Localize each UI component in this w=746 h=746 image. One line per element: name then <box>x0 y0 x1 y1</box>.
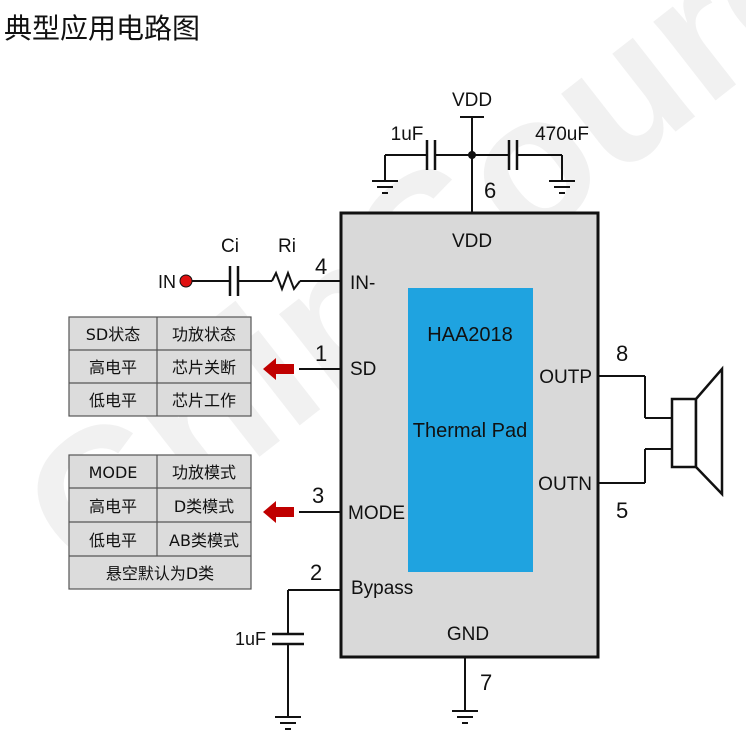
mode-table-footer: 悬空默认为D类 <box>106 564 214 583</box>
thermal-pad-label: Thermal Pad <box>413 420 528 442</box>
sd-table-cell: 芯片工作 <box>172 391 236 410</box>
sd-arrow-icon <box>263 358 294 380</box>
ground-icon <box>372 180 398 194</box>
input-network <box>192 266 342 296</box>
speaker-icon <box>670 365 724 498</box>
chip-vdd-label: VDD <box>452 231 492 252</box>
pin-number-mode: 3 <box>312 483 324 508</box>
supply-vdd-label: VDD <box>452 90 492 111</box>
bypass-cap-label: 1uF <box>235 629 266 649</box>
pin-number-in-minus: 4 <box>315 254 327 279</box>
thermal-pad <box>408 288 533 572</box>
sd-table-cell: 高电平 <box>89 358 137 377</box>
bypass-network <box>272 589 342 716</box>
sd-table-cell: 低电平 <box>89 391 137 410</box>
sd-table-header-amp: 功放状态 <box>172 325 236 344</box>
ground-icon <box>452 710 478 724</box>
mode-table-header-mode: MODE <box>89 463 138 482</box>
pin-label-outp: OUTP <box>539 367 592 388</box>
mode-table-cell: AB类模式 <box>169 531 239 550</box>
pin-label-outn: OUTN <box>538 474 592 495</box>
chip-part-number: HAA2018 <box>427 324 513 346</box>
mode-table-header-amp: 功放模式 <box>172 463 236 482</box>
input-terminal <box>179 274 193 288</box>
pin-label-mode: MODE <box>348 503 405 524</box>
cap-1uf-label: 1uF <box>391 124 424 145</box>
pin-number-gnd: 7 <box>480 670 492 695</box>
sd-table-header-state: SD状态 <box>86 325 140 344</box>
sd-table-cell: 芯片关断 <box>172 358 236 377</box>
mode-table-cell: 低电平 <box>89 531 137 550</box>
pin-number-outn: 5 <box>616 498 628 523</box>
resistor-ri-label: Ri <box>278 236 296 257</box>
input-in-label: IN <box>158 272 176 292</box>
pin-label-bypass: Bypass <box>351 578 413 599</box>
pin-number-bypass: 2 <box>310 560 322 585</box>
junction-dot <box>468 151 476 159</box>
ground-icon <box>275 716 301 730</box>
page-title: 典型应用电路图 <box>4 12 200 45</box>
pin-label-in-minus: IN- <box>350 273 375 294</box>
mode-table: MODE 功放模式 高电平 D类模式 低电平 AB类模式 悬空默认为D类 <box>68 454 252 590</box>
mode-arrow-icon <box>263 501 294 523</box>
pin-number-outp: 8 <box>616 341 628 366</box>
supply-network <box>384 116 563 212</box>
sd-state-table: SD状态 功放状态 高电平 芯片关断 低电平 芯片工作 <box>68 316 252 417</box>
mode-table-cell: D类模式 <box>174 497 234 516</box>
mode-table-cell: 高电平 <box>89 497 137 516</box>
ground-icon <box>549 180 575 194</box>
cap-470uf-label: 470uF <box>535 124 589 145</box>
cap-ci-label: Ci <box>221 236 239 257</box>
pin-label-sd: SD <box>350 359 376 380</box>
pin-number-sd: 1 <box>315 341 327 366</box>
chip-gnd-label: GND <box>447 624 489 645</box>
pin-number-vdd: 6 <box>484 178 496 203</box>
output-network <box>598 375 672 484</box>
